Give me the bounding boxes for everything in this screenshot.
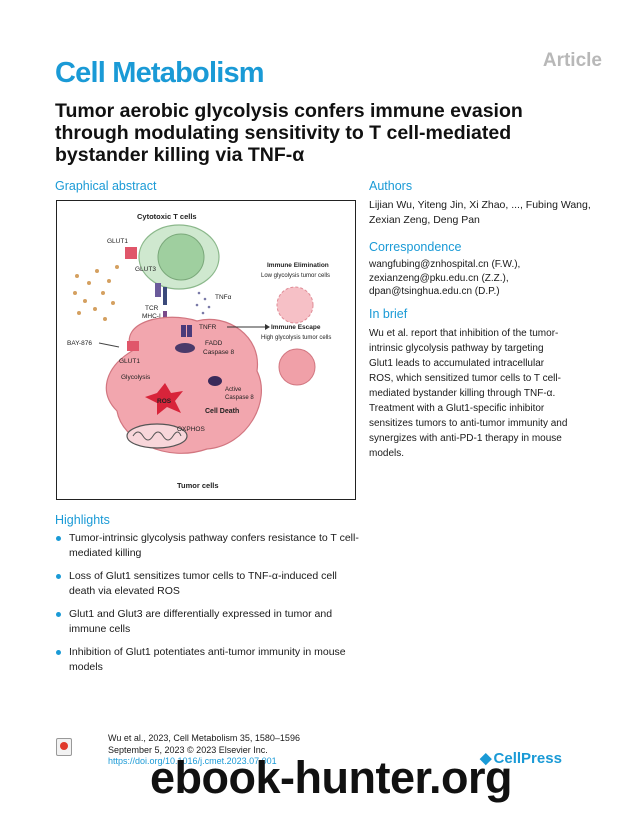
bay-inhibition-line xyxy=(98,342,120,348)
label-immune-escape: Immune Escape xyxy=(271,324,321,331)
label-cytotoxic-t-cells: Cytotoxic T cells xyxy=(137,212,197,221)
glut1-tumor-icon xyxy=(127,341,139,351)
citation-date: September 5, 2023 © 2023 Elsevier Inc. xyxy=(108,744,268,755)
citation-line: Wu et al., 2023, Cell Metabolism 35, 158… xyxy=(108,733,300,743)
watermark-text: ebook-hunter.org xyxy=(150,752,513,803)
label-bay876: BAY-876 xyxy=(67,340,92,347)
cellpress-icon: ◆ xyxy=(480,750,492,767)
cellpress-logo[interactable]: ◆CellPress xyxy=(480,749,562,767)
label-glut1-top: GLUT1 xyxy=(107,238,128,245)
journal-name[interactable]: Cell Metabolism xyxy=(55,57,265,89)
highlight-item: Loss of Glut1 sensitizes tumor cells to … xyxy=(55,569,365,599)
label-glut1-tumor: GLUT1 xyxy=(119,358,140,365)
highlights-heading: Highlights xyxy=(55,513,110,527)
t-cell-illustration xyxy=(138,224,220,290)
fadd-icon xyxy=(175,343,195,353)
label-active-caspase: Caspase 8 xyxy=(225,395,254,401)
highlight-item: Tumor-intrinsic glycolysis pathway confe… xyxy=(55,531,365,561)
paper-title: Tumor aerobic glycolysis confers immune … xyxy=(55,100,523,166)
highlights-list: Tumor-intrinsic glycolysis pathway confe… xyxy=(55,531,365,683)
label-fadd: FADD xyxy=(205,340,223,347)
surviving-tumor-cell-icon xyxy=(278,348,316,386)
active-caspase-icon xyxy=(208,376,222,386)
label-tumor-cells: Tumor cells xyxy=(177,481,219,490)
label-oxphos: OXPHOS xyxy=(177,426,205,433)
graphical-abstract-figure: Cytotoxic T cells GLUT1 GLUT3 TCR MHC-I … xyxy=(56,200,356,500)
crossmark-icon[interactable] xyxy=(56,738,72,756)
label-high-glycolysis: High glycolysis tumor cells xyxy=(261,335,331,341)
ros-burst-icon xyxy=(145,383,183,415)
tcr-icon xyxy=(163,287,167,305)
citation-block: Wu et al., 2023, Cell Metabolism 35, 158… xyxy=(108,733,300,768)
in-brief-text: Wu et al. report that inhibition of the … xyxy=(369,328,568,459)
glut1-t-cell-icon xyxy=(125,247,137,259)
mitochondrion-icon xyxy=(126,423,188,449)
tnf-alpha-dots xyxy=(195,291,211,315)
highlight-item: Glut1 and Glut3 are differentially expre… xyxy=(55,607,365,637)
in-brief-heading: In brief xyxy=(369,307,408,321)
label-low-glycolysis: Low glycolysis tumor cells xyxy=(261,273,330,279)
label-active: Active xyxy=(225,387,242,393)
publisher-name: CellPress xyxy=(493,750,562,767)
label-glut3: GLUT3 xyxy=(135,266,156,273)
tumor-cell-illustration xyxy=(105,316,262,454)
glut3-icon xyxy=(155,283,161,297)
dying-tumor-cell-icon xyxy=(276,286,314,324)
email-link[interactable]: zexianzeng@pku.edu.cn (Z.Z.), xyxy=(369,272,509,284)
graphical-abstract-heading: Graphical abstract xyxy=(55,179,157,193)
correspondence-emails: wangfubing@znhospital.cn (F.W.), zexianz… xyxy=(369,258,604,299)
label-mhc: MHC-I xyxy=(142,313,161,320)
email-link[interactable]: wangfubing@znhospital.cn (F.W.), xyxy=(369,259,521,270)
highlight-item: Inhibition of Glut1 potentiates anti-tum… xyxy=(55,645,365,675)
graphical-abstract-svg: Cytotoxic T cells GLUT1 GLUT3 TCR MHC-I … xyxy=(67,212,331,490)
label-glycolysis: Glycolysis xyxy=(121,374,151,381)
label-ros: ROS xyxy=(157,398,172,405)
glucose-dots xyxy=(73,265,119,321)
doi-link[interactable]: https://doi.org/10.1016/j.cmet.2023.07.0… xyxy=(108,756,277,766)
label-cell-death: Cell Death xyxy=(205,408,239,415)
label-tnfr: TNFR xyxy=(199,324,217,331)
correspondence-heading: Correspondence xyxy=(369,240,462,254)
label-tcr: TCR xyxy=(145,305,159,312)
article-type-label: Article xyxy=(542,50,602,71)
label-caspase8: Caspase 8 xyxy=(203,349,234,356)
tnfr-icon xyxy=(181,325,186,337)
author-list: Lijian Wu, Yiteng Jin, Xi Zhao, ..., Fub… xyxy=(369,199,591,226)
authors-heading: Authors xyxy=(369,179,413,193)
label-immune-elimination: Immune Elimination xyxy=(267,262,329,269)
email-link[interactable]: dpan@tsinghua.edu.cn (D.P.) xyxy=(369,286,500,297)
label-tnfa: TNFα xyxy=(215,294,232,301)
